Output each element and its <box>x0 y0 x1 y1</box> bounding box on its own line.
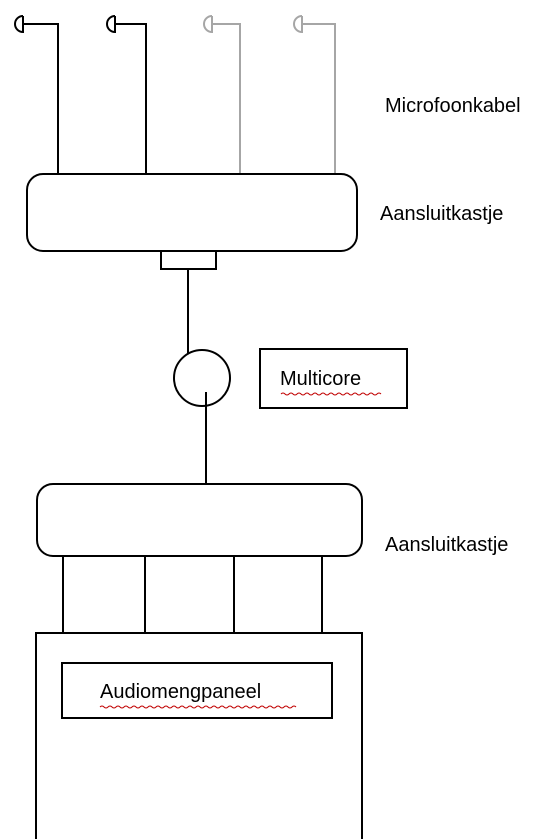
junction-box-bottom-label: Aansluitkastje <box>385 534 508 556</box>
microphone-2-icon <box>106 15 147 174</box>
mixing-panel-label-box <box>61 662 333 719</box>
mixing-panel-spellcheck-underline <box>99 705 297 709</box>
multicore-reel-icon <box>173 349 231 407</box>
microphone-4-icon <box>293 15 336 174</box>
microphone-cable-label: Microfoonkabel <box>385 95 521 117</box>
microphone-3 <box>203 15 241 174</box>
junction-box-bottom <box>36 483 363 557</box>
microphone-4 <box>293 15 336 174</box>
junction-box-top-label: Aansluitkastje <box>380 203 503 225</box>
mixing-panel-label: Audiomengpaneel <box>100 681 261 703</box>
microphone-1-icon <box>14 15 59 174</box>
multicore-connector <box>160 250 217 270</box>
multicore-spellcheck-underline <box>280 392 382 396</box>
junction-box-top <box>26 173 358 252</box>
microphone-3-icon <box>203 15 241 174</box>
multicore-label: Multicore <box>280 368 361 390</box>
microphone-1 <box>14 15 59 174</box>
microphone-2 <box>106 15 147 174</box>
multicore-label-box <box>259 348 408 409</box>
